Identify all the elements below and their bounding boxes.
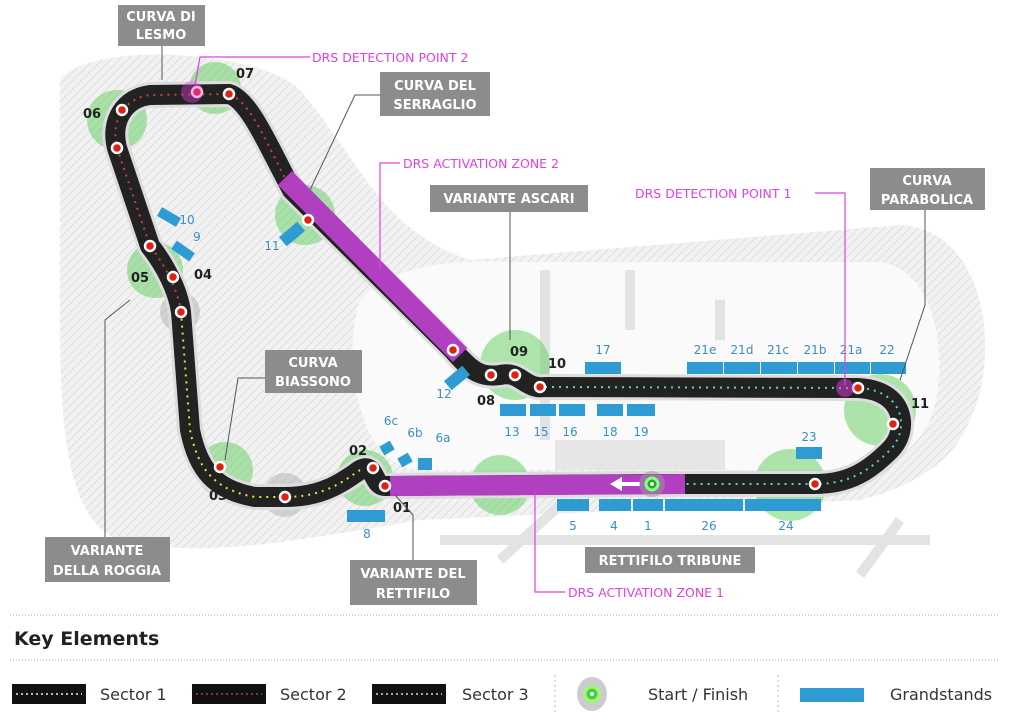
grandstand-19: 19 (633, 425, 648, 439)
turn-08: 08 (477, 394, 495, 409)
drs-activation-zone-2-label: DRS ACTIVATION ZONE 2 (403, 156, 559, 171)
svg-text:VARIANTE ASCARI: VARIANTE ASCARI (443, 192, 574, 207)
grandstand-23: 23 (801, 430, 816, 444)
svg-text:Sector 2: Sector 2 (280, 685, 347, 704)
drs-zone-2 (277, 170, 468, 363)
legend-start-finish: Start / Finish (577, 677, 748, 711)
grandstand-21e: 21e (694, 343, 717, 357)
drs-detection-point-2-label: DRS DETECTION POINT 2 (312, 50, 468, 65)
inner-field (352, 261, 940, 470)
grandstand-8: 8 (363, 527, 371, 541)
legend-title: Key Elements (14, 628, 159, 650)
callout-curva-del-serraglio: CURVA DEL SERRAGLIO (380, 72, 490, 116)
turn-07: 07 (236, 67, 254, 82)
svg-text:SERRAGLIO: SERRAGLIO (393, 98, 476, 113)
grandstand-11: 11 (264, 239, 279, 253)
svg-text:Sector 3: Sector 3 (462, 685, 529, 704)
grandstand-24: 24 (778, 519, 793, 533)
grandstand-13: 13 (504, 425, 519, 439)
legend-grandstands: Grandstands (800, 685, 992, 704)
svg-text:Sector 1: Sector 1 (100, 685, 167, 704)
grandstand-17: 17 (595, 343, 610, 357)
grandstand-1: 1 (644, 519, 652, 533)
svg-text:CURVA DI: CURVA DI (126, 10, 196, 25)
grandstand-21a: 21a (840, 343, 863, 357)
svg-text:LESMO: LESMO (136, 28, 187, 43)
svg-text:VARIANTE DEL: VARIANTE DEL (360, 567, 465, 582)
svg-text:RETTIFILO TRIBUNE: RETTIFILO TRIBUNE (599, 554, 742, 569)
service-roads (440, 270, 930, 578)
grandstand-21c: 21c (767, 343, 789, 357)
svg-text:RETTIFILO: RETTIFILO (376, 587, 450, 602)
grandstand-22: 22 (879, 343, 894, 357)
grandstand-6a: 6a (436, 431, 451, 445)
callout-variante-ascari: VARIANTE ASCARI (430, 185, 588, 212)
callout-curva-biassono: CURVA BIASSONO (265, 350, 362, 393)
grandstand-15: 15 (533, 425, 548, 439)
svg-text:PARABOLICA: PARABOLICA (881, 193, 973, 208)
turn-numbers: 01 02 03 04 05 06 07 08 09 10 11 (83, 67, 929, 516)
grandstand-21d: 21d (731, 343, 754, 357)
legend-sector-2: Sector 2 (192, 684, 347, 704)
svg-text:CURVA: CURVA (288, 356, 337, 371)
turn-06: 06 (83, 107, 101, 122)
drs-detection-point-1-label: DRS DETECTION POINT 1 (635, 186, 791, 201)
grandstand-6c: 6c (384, 414, 398, 428)
turn-09: 09 (510, 345, 528, 360)
grandstand-9: 9 (193, 230, 201, 244)
grandstand-12: 12 (436, 387, 451, 401)
grandstand-4: 4 (610, 519, 618, 533)
callout-rettifilo-tribune: RETTIFILO TRIBUNE (585, 547, 755, 573)
turn-10: 10 (548, 357, 566, 372)
drs-detection-point-1-marker (836, 379, 854, 397)
start-finish-marker (639, 471, 665, 497)
turn-markers (110, 85, 900, 504)
callout-curva-parabolica: CURVA PARABOLICA (870, 168, 985, 210)
sector-3-line (180, 311, 361, 498)
svg-text:VARIANTE: VARIANTE (71, 544, 144, 559)
grandstand-18: 18 (602, 425, 617, 439)
grandstand-5: 5 (569, 519, 577, 533)
callout-variante-del-rettifilo: VARIANTE DEL RETTIFILO (350, 560, 477, 605)
turn-04: 04 (194, 268, 212, 283)
turn-02: 02 (349, 444, 367, 459)
legend-sector-1: Sector 1 (12, 684, 167, 704)
svg-text:CURVA: CURVA (902, 174, 951, 189)
callout-curva-di-lesmo: CURVA DI LESMO (118, 5, 205, 46)
grandstand-21b: 21b (804, 343, 827, 357)
svg-text:Start / Finish: Start / Finish (648, 685, 748, 704)
turn-03: 03 (209, 489, 227, 504)
callout-leaders (104, 45, 926, 560)
svg-text:BIASSONO: BIASSONO (275, 375, 351, 390)
drs-activation-zone-1-label: DRS ACTIVATION ZONE 1 (568, 585, 724, 600)
turn-11: 11 (911, 397, 929, 412)
grandstand-16: 16 (562, 425, 577, 439)
svg-text:Grandstands: Grandstands (890, 685, 992, 704)
drs-leaders (194, 56, 846, 593)
svg-text:DELLA ROGGIA: DELLA ROGGIA (53, 564, 161, 579)
drs-detection-point-2-marker (181, 81, 203, 103)
direction-arrow-icon (610, 477, 640, 491)
callout-variante-della-roggia: VARIANTE DELLA ROGGIA (45, 537, 170, 582)
grandstand-blocks (156, 207, 906, 522)
grandstand-26: 26 (701, 519, 716, 533)
grandstand-6b: 6b (407, 426, 422, 440)
svg-text:CURVA DEL: CURVA DEL (394, 79, 476, 94)
legend-sector-3: Sector 3 (372, 684, 529, 704)
grandstand-10: 10 (179, 213, 194, 227)
turn-05: 05 (131, 271, 149, 286)
turn-01: 01 (393, 501, 411, 516)
